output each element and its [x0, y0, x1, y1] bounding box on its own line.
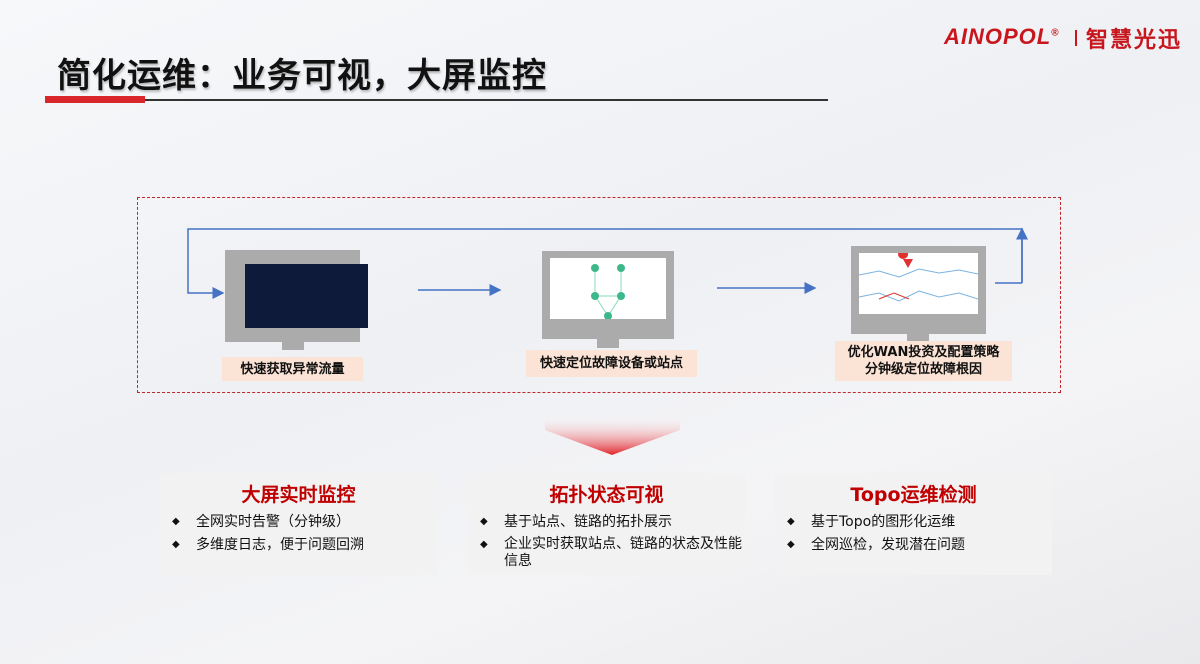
card-title: 大屏实时监控 [241, 484, 356, 506]
topology-icon [591, 264, 625, 320]
title-accent-bar [45, 96, 145, 103]
list-item: ◆ 全网巡检，发现潜在问题 [785, 536, 1052, 554]
step-label-text: 快速获取异常流量 [240, 361, 345, 377]
item-text: 全网实时告警（分钟级） [196, 514, 350, 530]
step-label-text: 快速定位故障设备或站点 [539, 356, 683, 371]
item-text: 多维度日志，便于问题回溯 [196, 537, 364, 553]
list-item: ◆ 基于站点、链路的拓扑展示 [478, 513, 745, 531]
monitor-stand [907, 334, 929, 343]
step-label-3: 优化WAN投资及配置策略分钟级定位故障根因 [835, 341, 1012, 381]
list-item: ◆ 全网实时告警（分钟级） [170, 513, 437, 531]
monitor-topology [542, 251, 674, 339]
monitor-charts [851, 246, 986, 334]
logo-chinese: 智慧光迅 [1086, 27, 1183, 53]
step-label-2: 快速定位故障设备或站点 [526, 350, 697, 377]
logo-divider [1075, 30, 1077, 46]
card-title: 拓扑状态可视 [549, 484, 664, 506]
flow-diagram-frame [137, 197, 1061, 393]
feature-card-topo-ops: Topo运维检测 ◆ 基于Topo的图形化运维 ◆ 全网巡检，发现潜在问题 [775, 473, 1052, 575]
item-text: 基于站点、链路的拓扑展示 [504, 514, 672, 530]
logo-text: AINOPOL [944, 24, 1052, 49]
bullet-icon: ◆ [172, 516, 180, 527]
feature-card-topology: 拓扑状态可视 ◆ 基于站点、链路的拓扑展示 ◆ 企业实时获取站点、链路的状态及性能信… [468, 473, 745, 575]
step-label-text: 分钟级定位故障根因 [864, 362, 982, 377]
logo-mark: ® [1051, 27, 1060, 39]
bullet-icon: ◆ [787, 539, 795, 550]
list-item: ◆ 多维度日志，便于问题回溯 [170, 536, 437, 554]
page-title: 简化运维：业务可视，大屏监控 [57, 56, 547, 96]
card-title: Topo运维检测 [850, 484, 977, 506]
bullet-icon: ◆ [480, 516, 488, 527]
list-item: ◆ 基于Topo的图形化运维 [785, 513, 1052, 531]
line-chart-icon [858, 249, 979, 302]
step-label-text: 优化WAN投资及配置策略 [847, 345, 1000, 360]
item-text: 企业实时获取站点、链路的状态及性能信息 [504, 536, 742, 569]
list-item: ◆ 企业实时获取站点、链路的状态及性能信息 [478, 536, 745, 570]
bullet-icon: ◆ [787, 516, 795, 527]
monitor-stand [282, 342, 304, 350]
step-label-1: 快速获取异常流量 [222, 357, 363, 381]
feature-card-monitoring: 大屏实时监控 ◆ 全网实时告警（分钟级） ◆ 多维度日志，便于问题回溯 [160, 473, 437, 575]
title-underline [145, 99, 828, 101]
monitor-stand [597, 339, 619, 348]
bullet-icon: ◆ [172, 539, 180, 550]
down-arrow-icon [545, 415, 680, 455]
item-text: 全网巡检，发现潜在问题 [811, 537, 965, 553]
monitor-dashboard [225, 250, 368, 342]
item-text: 基于Topo的图形化运维 [811, 514, 956, 530]
bullet-icon: ◆ [480, 539, 488, 550]
brand-logo: AINOPOL® [944, 24, 1060, 50]
